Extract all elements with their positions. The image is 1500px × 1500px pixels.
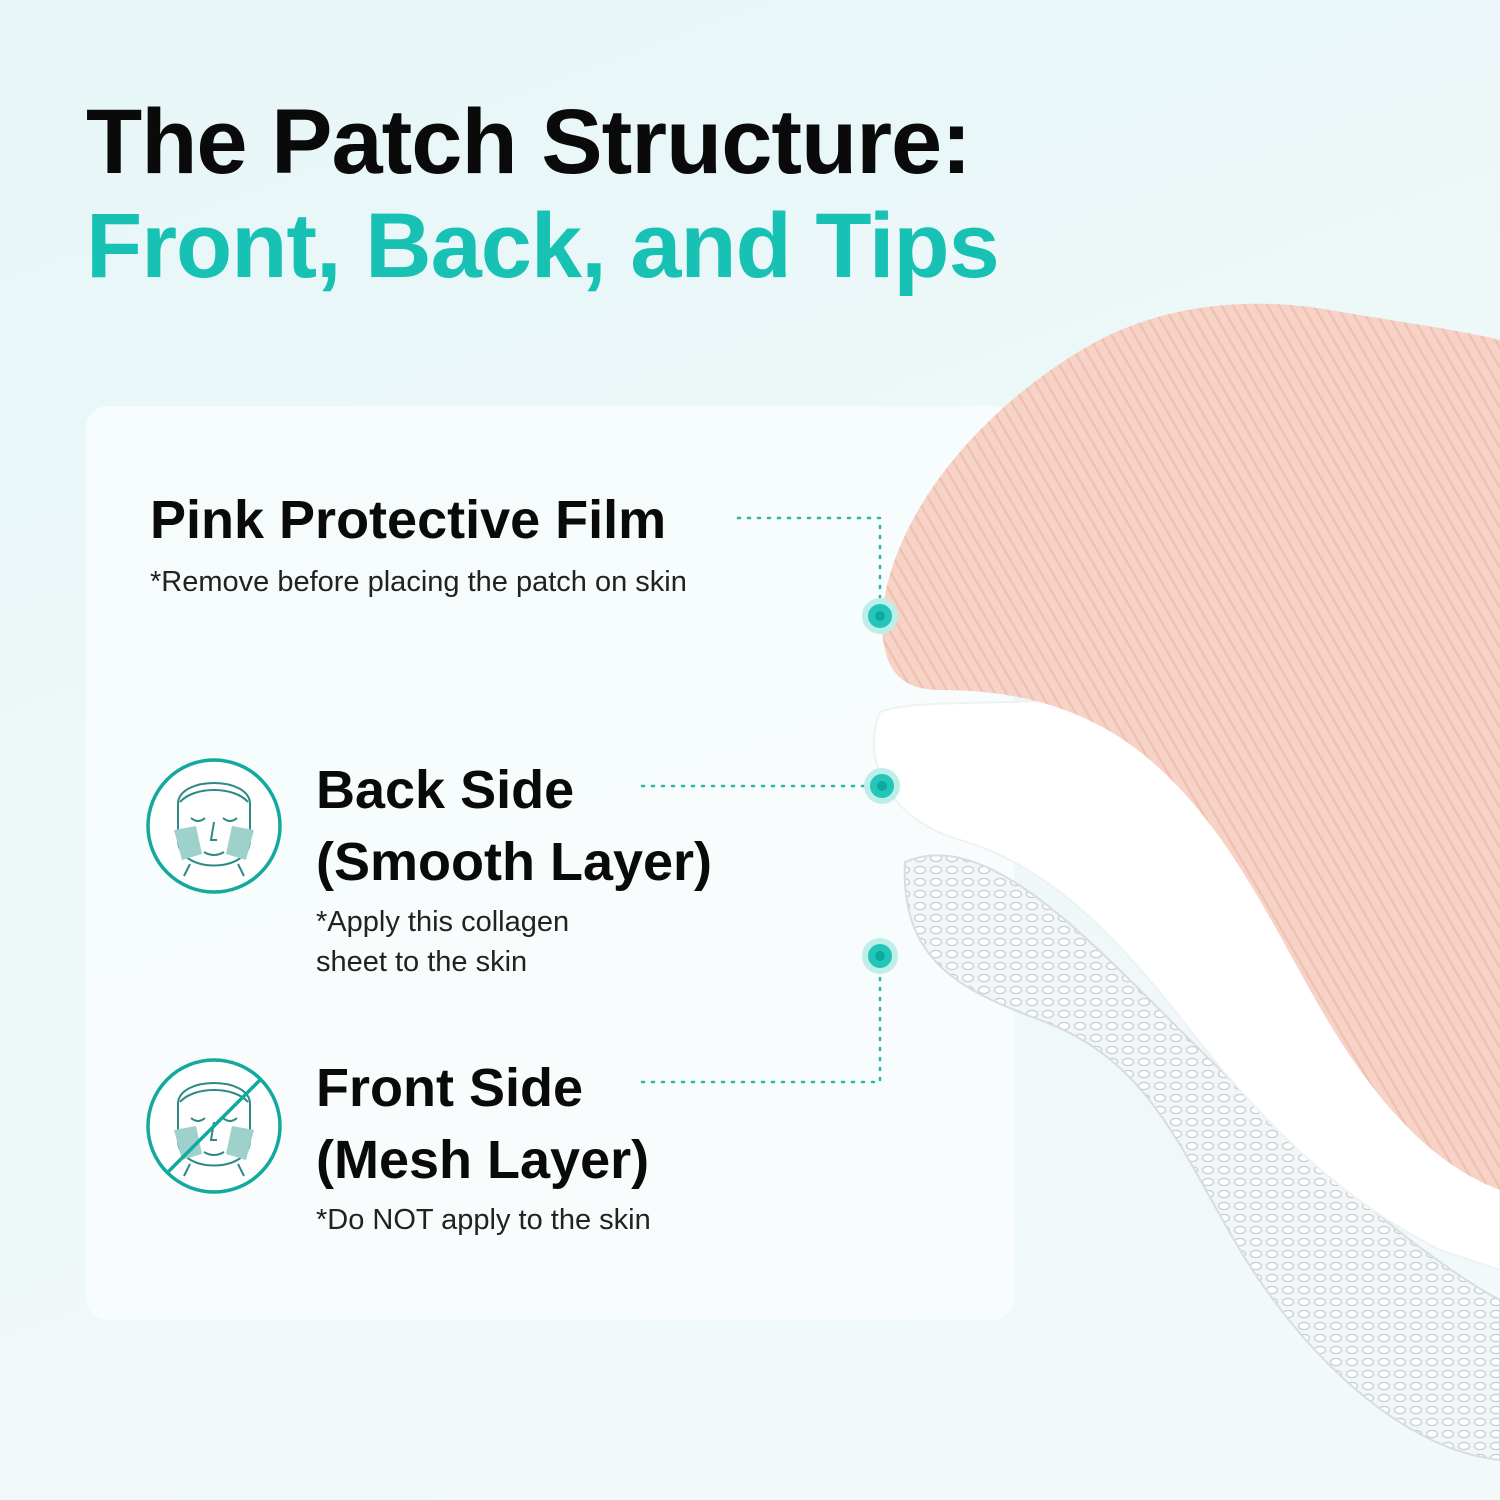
face-apply-icon [146,758,282,894]
back-side-title-line2: (Smooth Layer) [316,832,713,892]
front-side-note: *Do NOT apply to the skin [316,1200,651,1240]
front-side-title: Front Side (Mesh Layer) [316,1052,649,1196]
back-side-note: *Apply this collagen sheet to the skin [316,902,569,982]
pink-film-title: Pink Protective Film [150,490,667,550]
front-side-title-line1: Front Side [316,1058,583,1118]
leader-line-front [640,968,882,1084]
mesh-layer-shape [903,854,1500,1462]
front-side-title-line2: (Mesh Layer) [316,1130,650,1190]
back-side-title-line1: Back Side [316,760,575,820]
front-side-note-line1: *Do NOT apply to the skin [316,1204,651,1236]
leader-line-pink [736,516,882,602]
back-side-title: Back Side (Smooth Layer) [316,754,712,898]
back-side-note-line1: *Apply this collagen [316,906,570,938]
page-subtitle: Front, Back, and Tips [86,195,1000,297]
page-title: The Patch Structure: [86,91,972,193]
pink-film-shape [881,303,1500,1190]
face-no-apply-icon [146,1058,282,1194]
pink-film-note: *Remove before placing the patch on skin [150,566,687,598]
back-side-note-line2: sheet to the skin [316,946,528,978]
